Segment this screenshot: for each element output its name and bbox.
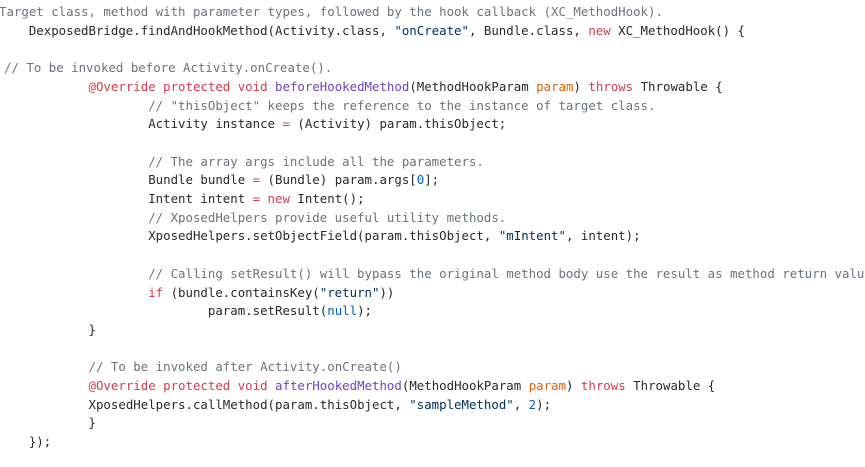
code-token-plain: }); <box>28 434 52 450</box>
code-token-func: beforeHookedMethod <box>275 78 410 94</box>
code-token-comment: // To be invoked after Activity.onCreate… <box>88 359 402 375</box>
code-token-plain: (MethodHookParam <box>409 78 537 94</box>
code-token-plain: (MethodHookParam <box>401 378 529 393</box>
code-token-plain: ]; <box>424 172 440 188</box>
code-token-comment: // To be invoked before Activity.onCreat… <box>4 60 333 76</box>
code-token-plain: } <box>88 415 96 431</box>
code-token-plain: Throwable { <box>625 378 716 393</box>
code-token-func: afterHookedMethod <box>275 378 402 393</box>
code-token-plain: (Activity) param.thisObject; <box>289 116 507 132</box>
code-line: DexposedBridge.findAndHookMethod(Activit… <box>29 22 745 41</box>
code-token-keyword: new <box>588 22 611 38</box>
code-token-number: null <box>327 303 358 319</box>
code-line: @Override protected void afterHookedMeth… <box>89 377 716 396</box>
code-token-number: 0 <box>416 172 425 188</box>
code-token-number: 2 <box>528 396 537 412</box>
code-line: if (bundle.containsKey("return")) <box>148 284 394 303</box>
code-token-param: param <box>528 378 566 393</box>
code-line: param.setResult(null); <box>208 302 372 321</box>
code-token-keyword: throws <box>580 378 626 393</box>
code-line: // The array args include all the parame… <box>148 153 484 172</box>
code-token-plain: , <box>513 396 529 412</box>
code-token-comment: // XposedHelpers provide useful utility … <box>148 209 507 225</box>
code-token-plain: Intent(); <box>289 191 365 206</box>
code-token-keyword: = <box>282 116 290 132</box>
code-token-comment: // Calling setResult() will bypass the o… <box>148 265 865 281</box>
code-token-plain: ); <box>357 303 372 319</box>
code-token-plain: Throwable { <box>633 78 723 94</box>
code-token-string: "return" <box>319 284 380 300</box>
code-token-param: param <box>536 78 574 94</box>
code-token-comment: Target class, method with parameter type… <box>0 4 663 19</box>
code-line: }); <box>29 433 51 452</box>
code-token-plain: (bundle.containsKey( <box>163 284 320 300</box>
code-token-plain: Activity instance <box>148 116 283 132</box>
code-token-keyword: = <box>252 172 261 188</box>
code-token-plain: ); <box>536 396 552 412</box>
code-line: Activity instance = (Activity) param.thi… <box>148 115 506 134</box>
code-line: // "thisObject" keeps the reference to t… <box>148 97 655 116</box>
code-token-plain: XC_MethodHook() { <box>610 22 745 38</box>
code-line: // Calling setResult() will bypass the o… <box>148 265 865 284</box>
code-token-plain: param.setResult( <box>207 303 328 319</box>
code-line: } <box>89 321 96 340</box>
code-token-plain: , intent); <box>565 228 641 244</box>
code-line: // To be invoked after Activity.onCreate… <box>89 358 402 377</box>
code-token-keyword: @Override protected void <box>88 78 268 94</box>
code-token-plain: (Bundle) param.args[ <box>260 172 417 188</box>
code-line: Bundle bundle = (Bundle) param.args[0]; <box>148 171 439 190</box>
code-token-keyword: @Override protected void <box>88 378 268 393</box>
code-token-string: "mIntent" <box>498 228 566 244</box>
code-token-comment: // "thisObject" keeps the reference to t… <box>148 97 656 113</box>
code-token-plain <box>268 79 275 94</box>
code-token-string: "sampleMethod" <box>409 396 514 412</box>
code-token-keyword: if <box>148 284 164 300</box>
code-token-plain: } <box>88 321 96 337</box>
code-token-string: "onCreate" <box>394 22 469 38</box>
code-line: } <box>89 414 96 433</box>
code-line: Intent intent = new Intent(); <box>148 190 364 209</box>
code-token-plain: DexposedBridge.findAndHookMethod(Activit… <box>28 22 395 38</box>
code-line: @Override protected void beforeHookedMet… <box>89 78 723 97</box>
code-token-plain: , Bundle.class, <box>468 22 589 38</box>
code-token-plain: XposedHelpers.callMethod(param.thisObjec… <box>88 396 410 412</box>
code-line: XposedHelpers.setObjectField(param.thisO… <box>148 227 640 246</box>
code-token-keyword: throws <box>588 78 634 94</box>
code-line: // To be invoked before Activity.onCreat… <box>4 59 332 78</box>
code-token-plain: ) <box>573 78 589 94</box>
code-token-plain: )) <box>379 284 395 300</box>
code-line: XposedHelpers.callMethod(param.thisObjec… <box>89 396 552 415</box>
code-line: // XposedHelpers provide useful utility … <box>148 209 506 228</box>
code-token-keyword: = new <box>252 191 290 206</box>
code-token-comment: // The array args include all the parame… <box>148 153 484 169</box>
code-token-plain: Intent intent <box>148 191 253 206</box>
code-token-plain <box>268 378 275 393</box>
code-token-plain: ) <box>566 378 581 393</box>
code-token-plain: XposedHelpers.setObjectField(param.thisO… <box>148 228 499 244</box>
code-line: Target class, method with parameter type… <box>0 3 663 22</box>
code-token-plain: Bundle bundle <box>148 172 253 188</box>
